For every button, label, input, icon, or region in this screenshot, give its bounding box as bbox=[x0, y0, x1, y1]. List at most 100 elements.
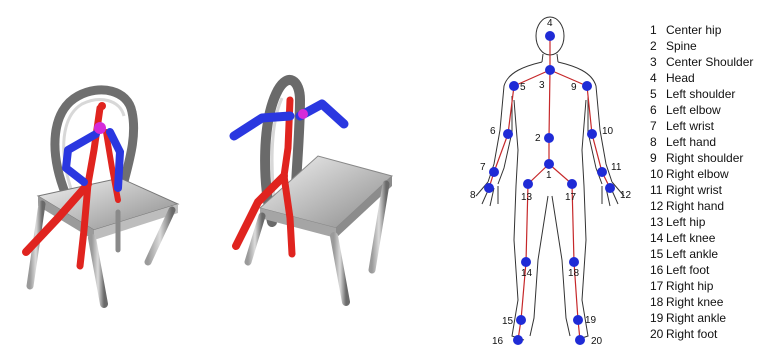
legend-number: 20 bbox=[650, 326, 666, 342]
legend-number: 5 bbox=[650, 86, 666, 102]
joint-number-label: 1 bbox=[546, 170, 552, 181]
joint-dot-left-ankle bbox=[516, 315, 526, 325]
legend-joint-name: Right elbow bbox=[666, 166, 756, 182]
legend-number: 3 bbox=[650, 54, 666, 70]
legend-joint-name: Head bbox=[666, 70, 756, 86]
joint-dot-right-hand bbox=[605, 183, 615, 193]
legend-number: 9 bbox=[650, 150, 666, 166]
legend-number: 12 bbox=[650, 198, 666, 214]
legend-number: 17 bbox=[650, 278, 666, 294]
joint-dot-left-knee bbox=[521, 257, 531, 267]
legend-number: 1 bbox=[650, 22, 666, 38]
legend-number: 7 bbox=[650, 118, 666, 134]
legend-joint-name: Right ankle bbox=[666, 310, 756, 326]
legend-number: 6 bbox=[650, 102, 666, 118]
legend-joint-name: Left foot bbox=[666, 262, 756, 278]
joint-number-label: 17 bbox=[565, 192, 577, 203]
legend-joint-name: Left knee bbox=[666, 230, 756, 246]
legend-number: 18 bbox=[650, 294, 666, 310]
joint-dot-left-foot bbox=[513, 335, 523, 345]
legend-number: 14 bbox=[650, 230, 666, 246]
joint-number-label: 20 bbox=[591, 336, 603, 347]
legend-joint-name: Left ankle bbox=[666, 246, 756, 262]
joint-number-label: 6 bbox=[490, 126, 496, 137]
legend-number: 4 bbox=[650, 70, 666, 86]
chair-arms-out-panel bbox=[234, 80, 392, 302]
chair-2-leg bbox=[334, 236, 346, 302]
joint-dot-center-hip bbox=[544, 159, 554, 169]
legend-row: 8Left hand bbox=[650, 134, 756, 150]
joint-dot-left-elbow bbox=[503, 129, 513, 139]
joint-number-label: 16 bbox=[492, 336, 504, 347]
joint-number-label: 19 bbox=[585, 315, 597, 326]
joint-number-label: 14 bbox=[521, 268, 533, 279]
joint-number-label: 2 bbox=[535, 133, 541, 144]
legend-number: 13 bbox=[650, 214, 666, 230]
legend-joint-name: Left hip bbox=[666, 214, 756, 230]
legend-row: 17Right hip bbox=[650, 278, 756, 294]
joint-dot-spine bbox=[544, 133, 554, 143]
chair-sitting-panel bbox=[26, 90, 178, 304]
legend-joint-name: Left elbow bbox=[666, 102, 756, 118]
joint-dot-right-elbow bbox=[587, 129, 597, 139]
joint-number-label: 3 bbox=[539, 80, 545, 91]
legend-number: 15 bbox=[650, 246, 666, 262]
joint-number-label: 5 bbox=[520, 82, 526, 93]
legend-joint-name: Right wrist bbox=[666, 182, 756, 198]
legend-joint-name: Center hip bbox=[666, 22, 756, 38]
joint-number-label: 12 bbox=[620, 190, 632, 201]
legend-joint-name: Left hand bbox=[666, 134, 756, 150]
skeleton-2-head bbox=[298, 109, 308, 119]
chair-1-model bbox=[30, 90, 178, 304]
skeleton-1-spine bbox=[88, 108, 100, 184]
joint-dot-right-foot bbox=[575, 335, 585, 345]
joint-number-label: 13 bbox=[521, 192, 533, 203]
legend-joint-name: Spine bbox=[666, 38, 756, 54]
legend-joint-name: Right knee bbox=[666, 294, 756, 310]
body-joint-diagram: 1 2 3 4 5 6 7 8 9 10 11 12 13 14 15 16 1… bbox=[470, 17, 632, 347]
skeleton-2-spine bbox=[284, 100, 290, 176]
legend-joint-name: Center Shoulder bbox=[666, 54, 756, 70]
joint-dot-right-hip bbox=[567, 179, 577, 189]
legend-number: 10 bbox=[650, 166, 666, 182]
joint-dot-right-knee bbox=[569, 257, 579, 267]
joint-dot-left-hip bbox=[523, 179, 533, 189]
legend-row: 4Head bbox=[650, 70, 756, 86]
joint-dot-right-wrist bbox=[597, 167, 607, 177]
joint-number-label: 11 bbox=[611, 162, 622, 173]
joint-number-label: 18 bbox=[568, 268, 580, 279]
joint-number-label: 9 bbox=[571, 82, 577, 93]
joint-dot-center-shoulder bbox=[545, 65, 555, 75]
legend-number: 2 bbox=[650, 38, 666, 54]
joint-number-label: 8 bbox=[470, 190, 476, 201]
legend-row: 10Right elbow bbox=[650, 166, 756, 182]
joint-dot-head bbox=[545, 31, 555, 41]
legend-number: 11 bbox=[650, 182, 666, 198]
skeleton-1-joint bbox=[98, 102, 106, 110]
chair-1-leg bbox=[92, 238, 104, 304]
joint-number-label: 10 bbox=[602, 126, 614, 137]
skeleton-1-head bbox=[94, 122, 106, 134]
joint-dot-right-shoulder bbox=[582, 81, 592, 91]
legend-joint-name: Right hip bbox=[666, 278, 756, 294]
joint-number-label: 4 bbox=[547, 18, 553, 29]
legend-number: 19 bbox=[650, 310, 666, 326]
legend-joint-name: Right hand bbox=[666, 198, 756, 214]
joint-number-label: 15 bbox=[502, 316, 514, 327]
joint-number-label: 7 bbox=[480, 162, 486, 173]
